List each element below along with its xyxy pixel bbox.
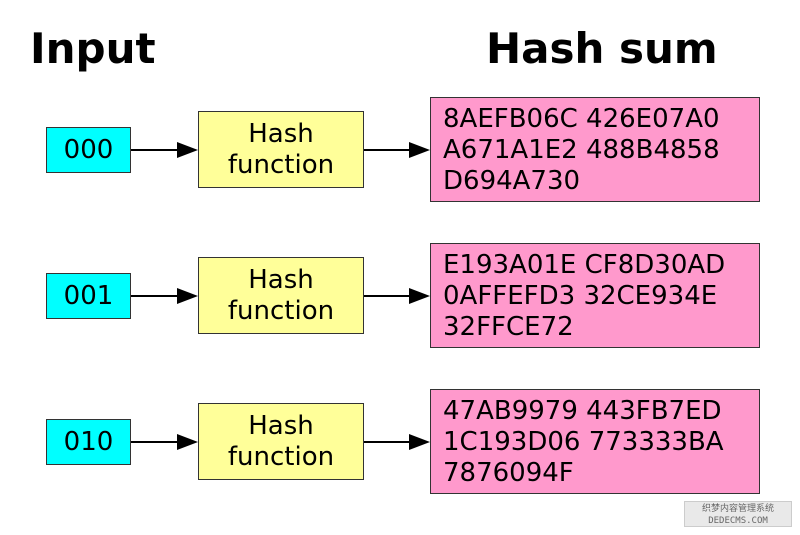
hash-row-3: 010 Hash function 47AB9979 443FB7ED 1C19… bbox=[0, 388, 800, 496]
hash-line: 7876094F bbox=[443, 458, 574, 488]
hash-function-box-3: Hash function bbox=[198, 403, 364, 480]
hash-line: 8AEFB06C 426E07A0 bbox=[443, 104, 720, 134]
function-label-line-2: function bbox=[227, 441, 335, 472]
function-label-line-2: function bbox=[227, 149, 335, 180]
hash-sum-box-3: 47AB9979 443FB7ED 1C193D06 773333BA 7876… bbox=[430, 389, 760, 494]
arrow-input-to-function-1 bbox=[131, 142, 198, 158]
arrow-function-to-hash-2 bbox=[364, 288, 430, 304]
hash-sum-box-2: E193A01E CF8D30AD 0AFFEFD3 32CE934E 32FF… bbox=[430, 243, 760, 348]
input-box-1: 000 bbox=[46, 127, 131, 173]
hash-line: 32FFCE72 bbox=[443, 312, 574, 342]
watermark: 织梦内容管理系统 DEDECMS.COM bbox=[684, 501, 792, 527]
hash-line: 0AFFEFD3 32CE934E bbox=[443, 281, 718, 311]
hash-row-2: 001 Hash function E193A01E CF8D30AD 0AFF… bbox=[0, 242, 800, 350]
hash-line: E193A01E CF8D30AD bbox=[443, 250, 726, 280]
hash-sum-heading: Hash sum bbox=[486, 24, 718, 73]
hash-line: D694A730 bbox=[443, 166, 581, 196]
watermark-line-1: 织梦内容管理系统 bbox=[701, 504, 774, 514]
input-value-2: 001 bbox=[63, 281, 114, 311]
watermark-line-2: DEDECMS.COM bbox=[708, 516, 768, 526]
function-label-line-2: function bbox=[227, 295, 335, 326]
hash-function-box-2: Hash function bbox=[198, 257, 364, 334]
hash-function-box-1: Hash function bbox=[198, 111, 364, 188]
function-label-line-1: Hash bbox=[248, 264, 314, 295]
input-heading: Input bbox=[30, 24, 156, 73]
input-value-1: 000 bbox=[63, 135, 114, 165]
input-value-3: 010 bbox=[63, 427, 114, 457]
hash-line: 47AB9979 443FB7ED bbox=[443, 396, 722, 426]
arrow-input-to-function-3 bbox=[131, 434, 198, 450]
input-box-2: 001 bbox=[46, 273, 131, 319]
hash-row-1: 000 Hash function 8AEFB06C 426E07A0 A671… bbox=[0, 96, 800, 204]
arrow-input-to-function-2 bbox=[131, 288, 198, 304]
arrow-function-to-hash-3 bbox=[364, 434, 430, 450]
hash-sum-box-1: 8AEFB06C 426E07A0 A671A1E2 488B4858 D694… bbox=[430, 97, 760, 202]
input-box-3: 010 bbox=[46, 419, 131, 465]
arrow-function-to-hash-1 bbox=[364, 142, 430, 158]
function-label-line-1: Hash bbox=[248, 410, 314, 441]
hash-line: 1C193D06 773333BA bbox=[443, 427, 724, 457]
function-label-line-1: Hash bbox=[248, 118, 314, 149]
hash-line: A671A1E2 488B4858 bbox=[443, 135, 720, 165]
